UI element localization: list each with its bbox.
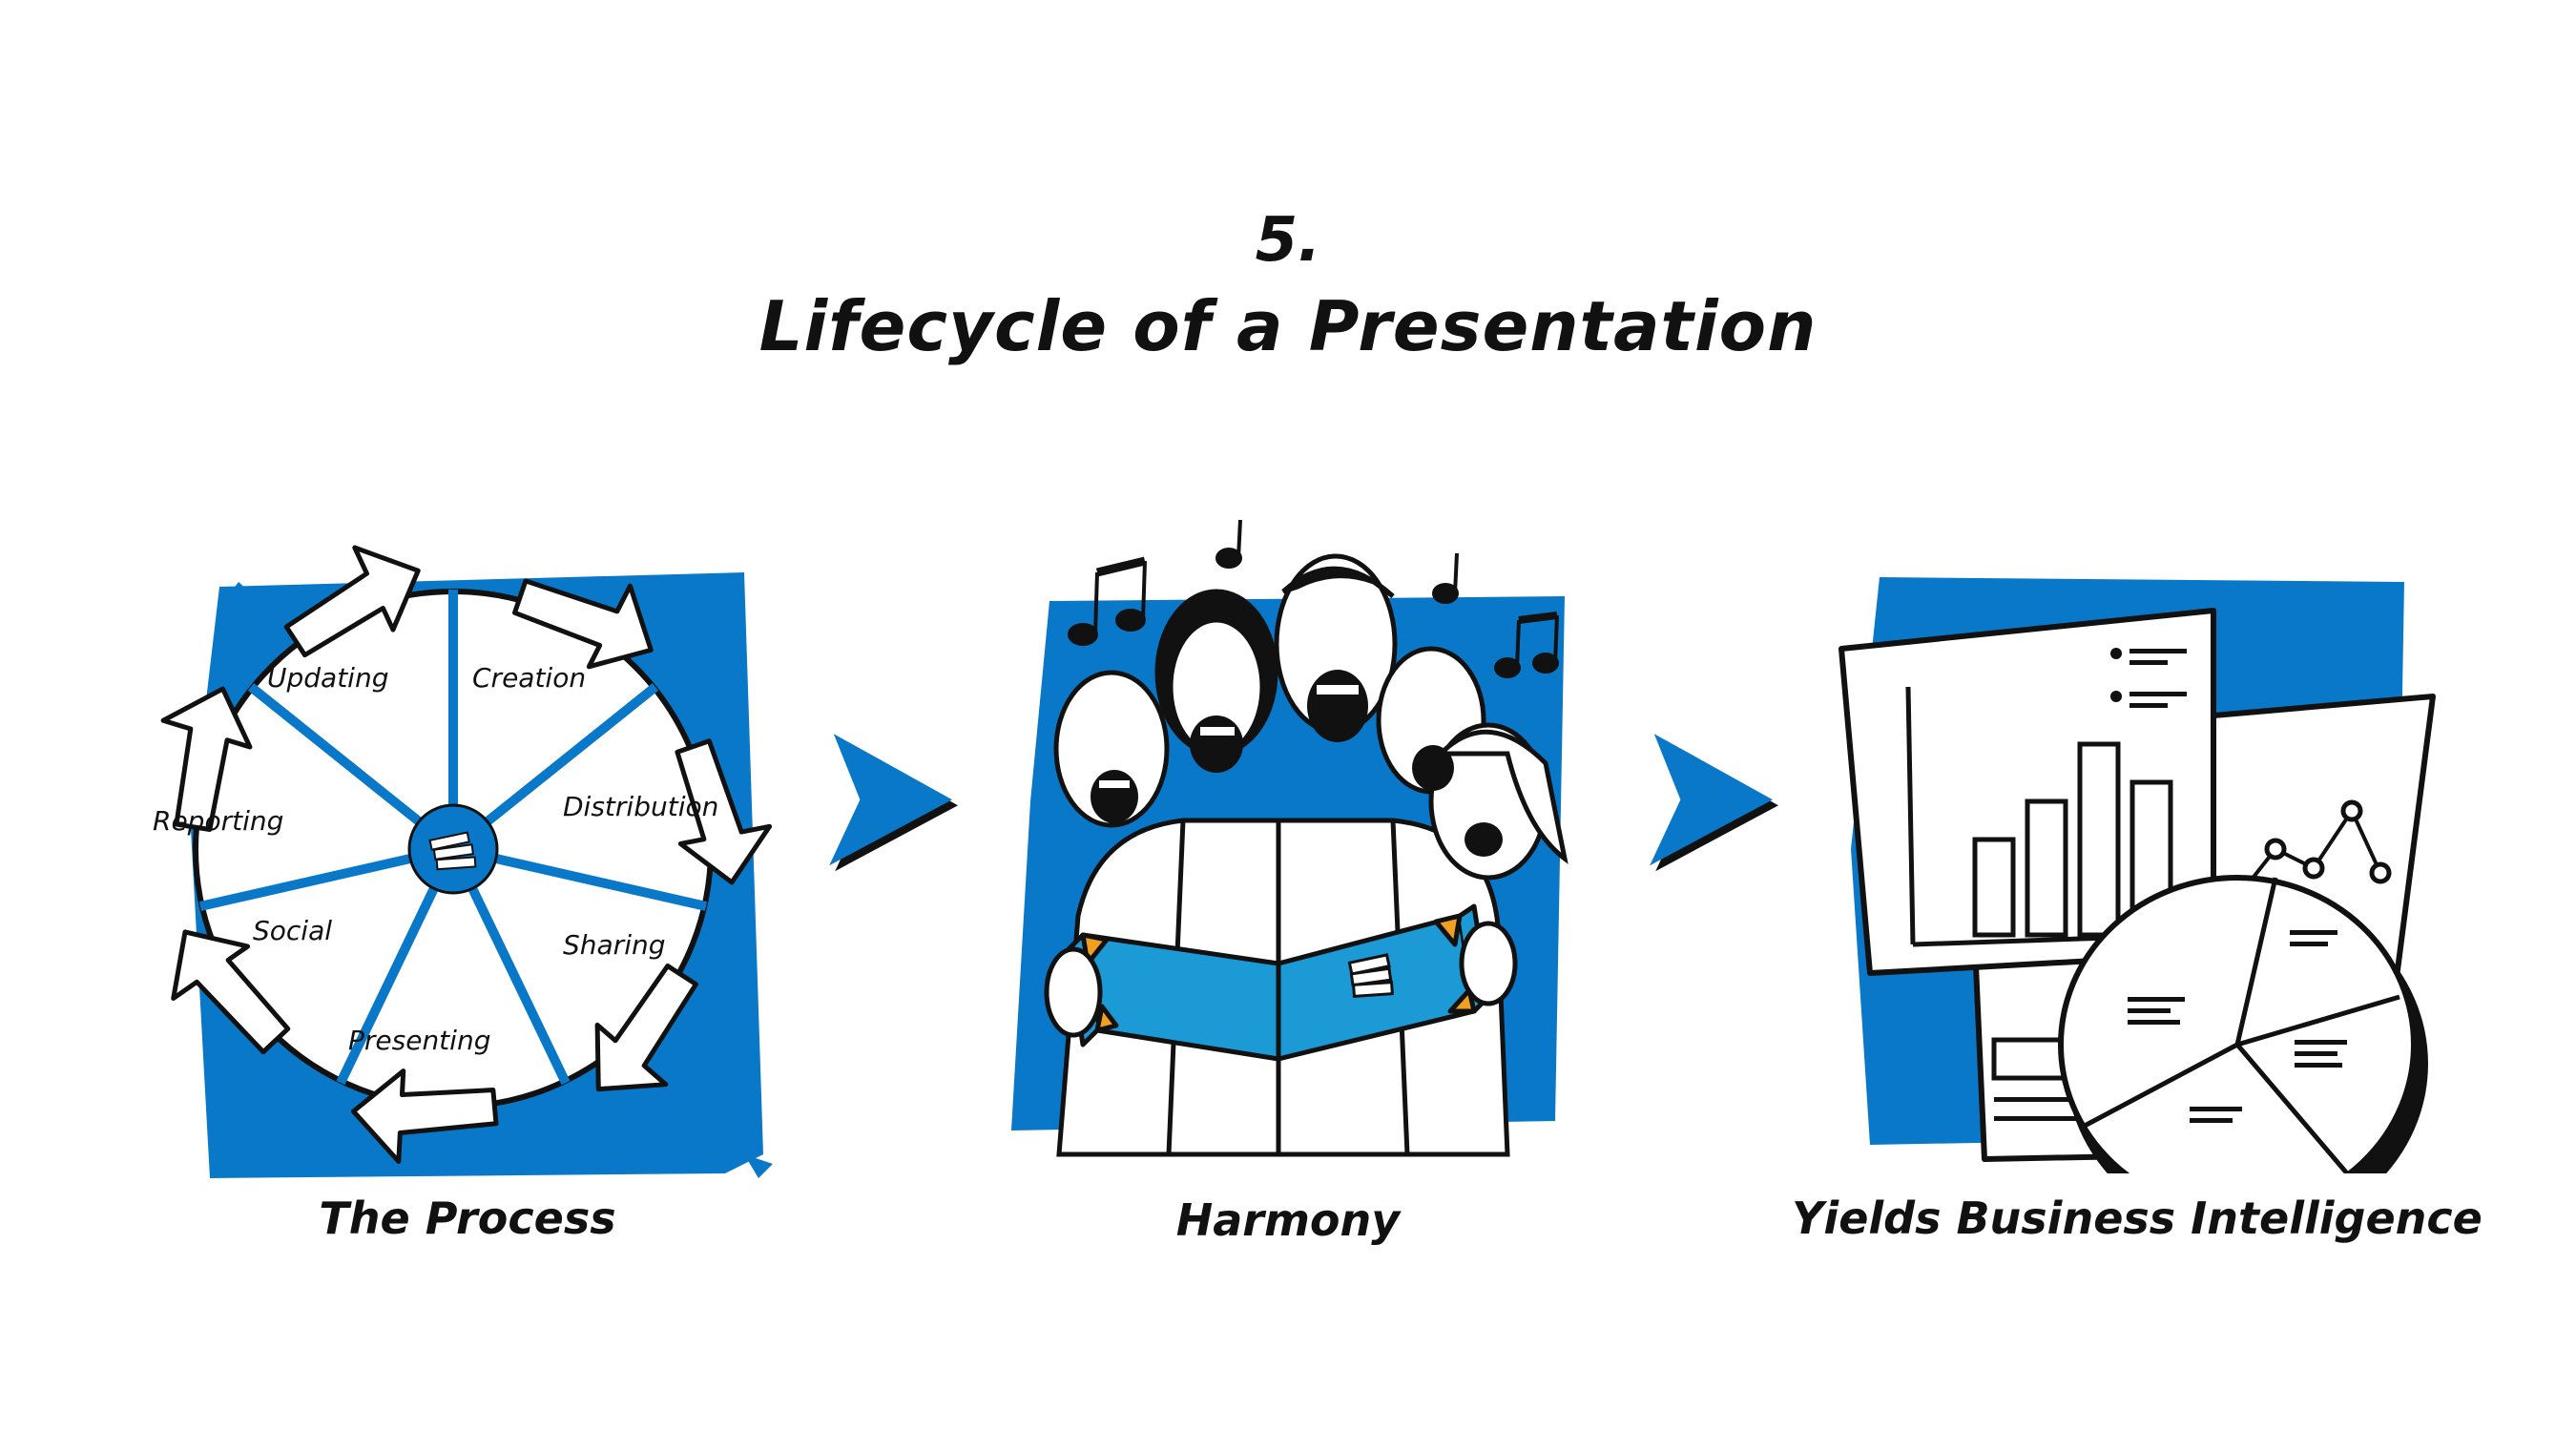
- title-number: 5.: [1255, 205, 1321, 276]
- segment-label-presenting: Presenting: [348, 1025, 490, 1056]
- segment-label-sharing: Sharing: [563, 929, 666, 961]
- caption-yields-business-intelligence: Yields Business Intelligence: [1792, 1192, 2483, 1244]
- segment-label-distribution: Distribution: [563, 791, 718, 822]
- arrow-right-icon: [829, 734, 958, 872]
- singing-choir-icon: [1011, 519, 1568, 1157]
- segment-label-social: Social: [253, 915, 332, 946]
- segment-label-creation: Creation: [472, 662, 586, 694]
- arrow-right-icon: [1650, 734, 1778, 872]
- report-charts-icon: [1839, 577, 2436, 1173]
- segment-label-updating: Updating: [267, 662, 388, 694]
- process-wheel-icon: Updating Creation Distribution Sharing P…: [153, 545, 773, 1178]
- segment-label-reporting: Reporting: [153, 805, 283, 837]
- caption-harmony: Harmony: [1175, 1194, 1401, 1246]
- caption-the-process: The Process: [319, 1192, 616, 1244]
- page-title: Lifecycle of a Presentation: [758, 286, 1818, 366]
